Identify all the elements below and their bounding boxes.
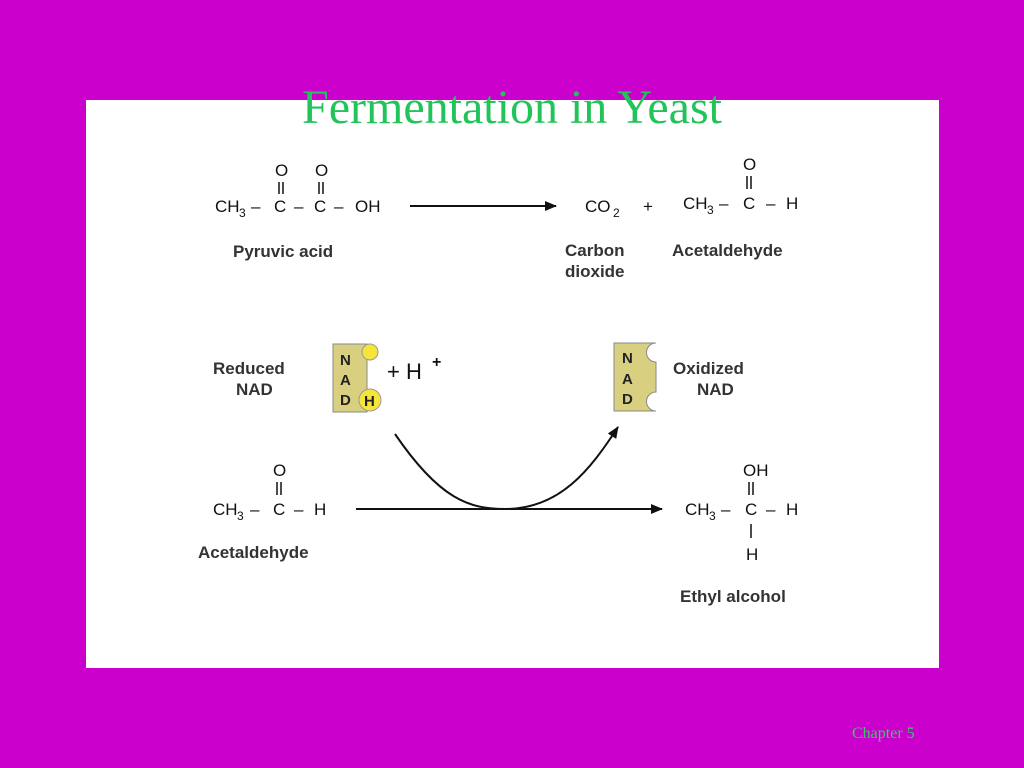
dash: – — [294, 197, 304, 216]
acetaldehyde-top-label: Acetaldehyde — [672, 241, 783, 260]
ethyl-alcohol-label: Ethyl alcohol — [680, 587, 786, 606]
carbon-2: C — [314, 197, 326, 216]
subscript-3: 3 — [707, 203, 714, 217]
plus-h-label: + H — [387, 359, 422, 384]
hydrogen-right: H — [786, 500, 798, 519]
co-text: CO — [585, 197, 611, 216]
dioxide-label: dioxide — [565, 262, 625, 281]
hydroxyl: OH — [743, 461, 769, 480]
carbon-1: C — [274, 197, 286, 216]
oxidized-label: Oxidized — [673, 359, 744, 378]
ethyl-alcohol-formula: CH 3 – C – H OH H — [685, 461, 798, 564]
reduced-label: Reduced — [213, 359, 285, 378]
oxygen: O — [743, 155, 756, 174]
hydroxyl: OH — [355, 197, 381, 216]
chapter-footer: Chapter 5 — [852, 725, 915, 742]
carbon: C — [273, 500, 285, 519]
acetaldehyde-bottom-label: Acetaldehyde — [198, 543, 309, 562]
reduced-nad-icon: N A D H — [332, 343, 382, 413]
nad-letter-n: N — [340, 352, 351, 369]
acetaldehyde-bottom-formula: CH 3 – C – H O — [213, 461, 326, 523]
carbon: C — [745, 500, 757, 519]
hydrogen: H — [314, 500, 326, 519]
nad-curved-arrow — [394, 426, 619, 511]
pyruvic-acid-formula: CH 3 – C – C – OH O O — [215, 161, 381, 220]
hydrogen-circle — [358, 388, 382, 412]
dash: – — [294, 500, 304, 519]
subscript-2: 2 — [613, 206, 620, 220]
nad-left-label: NAD — [236, 380, 273, 399]
ch-text: CH — [683, 194, 708, 213]
plus-superscript: + — [432, 354, 441, 371]
dash: – — [719, 194, 729, 213]
dash: – — [251, 197, 261, 216]
nad-hydrogen-h: H — [364, 393, 375, 410]
dash: – — [250, 500, 260, 519]
nad-letter-d: D — [622, 391, 633, 408]
dash: – — [766, 500, 776, 519]
oxidized-nad-icon: N A D — [613, 342, 657, 412]
carbon-label: Carbon — [565, 241, 625, 260]
oxygen-1: O — [275, 161, 288, 180]
carbon: C — [743, 194, 755, 213]
diagram-panel — [86, 100, 939, 668]
hydrogen: H — [786, 194, 798, 213]
nad-block — [613, 342, 657, 412]
nad-right-label: NAD — [697, 380, 734, 399]
subscript-3: 3 — [709, 509, 716, 523]
plus-sign: + — [643, 197, 653, 216]
nad-letter-a: A — [622, 371, 633, 388]
ch-text: CH — [215, 197, 240, 216]
page-title: Fermentation in Yeast — [302, 81, 722, 134]
subscript-3: 3 — [237, 509, 244, 523]
dash: – — [334, 197, 344, 216]
pyruvic-acid-label: Pyruvic acid — [233, 242, 333, 261]
hydrogen-ion-circle — [361, 343, 379, 361]
dash: – — [721, 500, 731, 519]
hydrogen-bottom: H — [746, 545, 758, 564]
dash: – — [766, 194, 776, 213]
carbon-dioxide-formula: CO 2 — [585, 197, 620, 220]
acetaldehyde-top-formula: CH 3 – C – H O — [683, 155, 798, 217]
nad-letter-d: D — [340, 392, 351, 409]
ch-text: CH — [213, 500, 238, 519]
nad-letter-a: A — [340, 372, 351, 389]
oxygen: O — [273, 461, 286, 480]
subscript-3: 3 — [239, 206, 246, 220]
oxygen-2: O — [315, 161, 328, 180]
ch-text: CH — [685, 500, 710, 519]
nad-letter-n: N — [622, 350, 633, 367]
